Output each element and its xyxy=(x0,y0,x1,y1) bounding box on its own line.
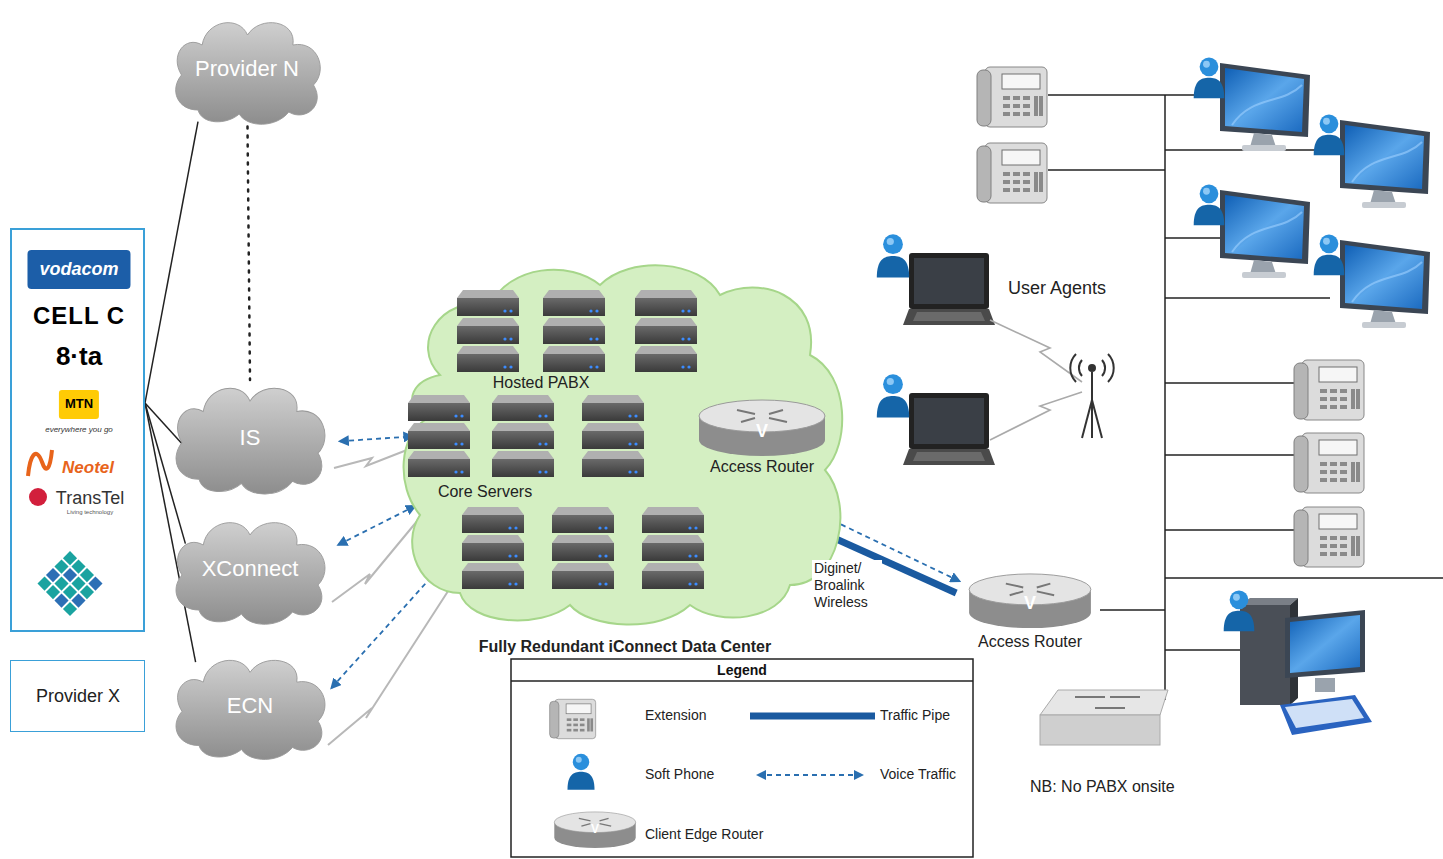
node-text: Provider N xyxy=(195,56,299,81)
edge-label: Diginet/ Broalink Wireless xyxy=(812,560,882,610)
laptops xyxy=(877,234,995,465)
node-text: IS xyxy=(240,425,261,450)
cloud-shape xyxy=(176,23,321,125)
connector xyxy=(145,122,198,403)
node-text: MTN xyxy=(59,390,99,419)
client-access-router: Access Router xyxy=(965,570,1110,662)
node-text: Provider X xyxy=(36,686,120,707)
legend-text: Voice Traffic xyxy=(880,766,956,782)
node-text: Fully Redundant iConnect Data Center xyxy=(479,638,771,656)
extension-phones xyxy=(977,67,1364,567)
note-label: NB: No PABX onsite xyxy=(1030,778,1175,796)
cloud-shape xyxy=(404,265,843,624)
node-text: Living technology xyxy=(67,509,113,516)
router-mark: V xyxy=(591,823,599,837)
node-text: TransTel xyxy=(56,488,124,509)
node-text: Access Router xyxy=(978,633,1082,651)
provider-box: Provider X xyxy=(10,660,145,732)
node-text: ECN xyxy=(227,693,273,718)
node-text: 8·ta xyxy=(56,342,102,372)
connector xyxy=(338,506,414,545)
node-text: Neotel xyxy=(62,458,114,478)
connector xyxy=(248,126,251,380)
router-mark: V xyxy=(756,421,768,442)
connector xyxy=(332,567,441,688)
neotel-icon xyxy=(28,450,52,476)
cloud-shape xyxy=(176,523,325,625)
provider-logo-box: vodacomCELL C 8·taMTN everywhere you go Neo… xyxy=(10,228,145,632)
desktop-pc xyxy=(1224,590,1372,735)
provider-cloud: Provider N xyxy=(165,10,330,130)
wireless-links xyxy=(990,320,1082,440)
node-text: Hosted PABX xyxy=(493,374,590,392)
legend-text: Traffic Pipe xyxy=(880,707,950,723)
node-text: Access Router xyxy=(710,458,814,476)
cloud-shape xyxy=(176,660,325,759)
data-center-cloud: Hosted PABX Core Servers Access RouterFull… xyxy=(400,255,850,660)
node-text: XConnect xyxy=(202,556,299,581)
legend-text: Soft Phone xyxy=(645,766,714,782)
connector xyxy=(340,436,412,441)
note-label: User Agents xyxy=(1008,278,1106,299)
legend-text: Client Edge Router xyxy=(645,826,763,842)
soft-phone-monitors xyxy=(1194,57,1430,328)
network-switch xyxy=(1040,690,1168,745)
cloud-shape xyxy=(176,388,325,494)
provider-cloud: IS xyxy=(165,375,335,500)
transtel-icon xyxy=(29,488,47,506)
router-mark: V xyxy=(1024,593,1036,614)
node-text: Core Servers xyxy=(438,483,532,501)
data-center-equipment xyxy=(400,255,850,660)
provider-cloud: XConnect xyxy=(165,510,335,630)
legend-text: Extension xyxy=(645,707,706,723)
node-text: vodacom xyxy=(27,250,130,289)
node-text: CELL C xyxy=(33,302,125,330)
note-label: Legend xyxy=(717,662,767,678)
wireless-antenna xyxy=(1070,354,1113,438)
telkom-logo xyxy=(37,551,102,616)
provider-cloud: ECN xyxy=(165,648,335,765)
legend-box xyxy=(511,659,973,857)
client-router-icon xyxy=(969,574,1091,628)
node-text: everywhere you go xyxy=(45,425,113,434)
